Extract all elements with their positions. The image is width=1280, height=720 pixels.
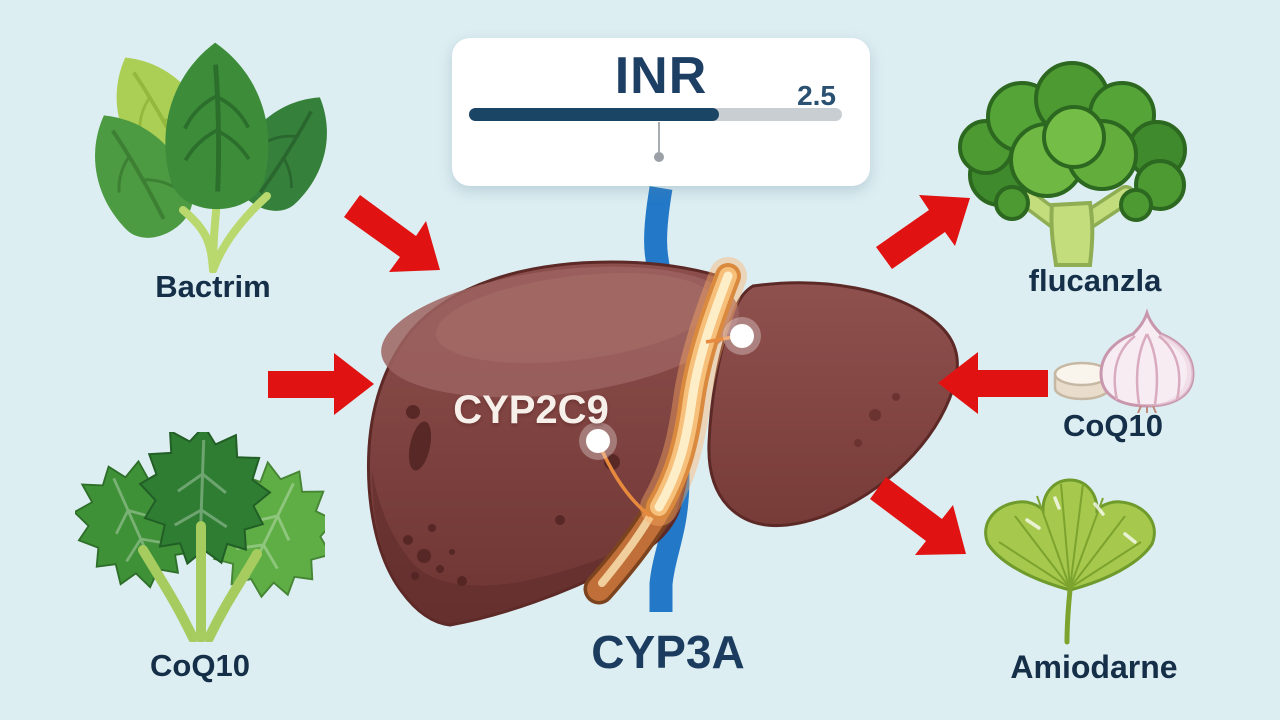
inr-value: 2.5: [797, 80, 836, 111]
label-coq10-left: CoQ10: [150, 648, 250, 683]
callout-markers: [579, 317, 761, 518]
kale-icon: [75, 432, 325, 642]
glow-dot-cyp2c9: [586, 429, 610, 453]
inr-gauge-card: INR 2.5: [452, 38, 870, 186]
garlic-bulb: [1099, 308, 1195, 413]
label-bactrim: Bactrim: [155, 269, 271, 304]
liver-right-lobe: [707, 281, 959, 528]
label-coq10-right: CoQ10: [1063, 408, 1163, 443]
broccoli-stem: [1010, 183, 1136, 267]
garlic-pill-icon: [1053, 308, 1195, 413]
enzyme-label-cyp3a: CYP3A: [591, 626, 745, 678]
spinach-icon: [95, 42, 327, 273]
liver-right-lobe-speckles: [854, 393, 900, 447]
inr-progress-track: [469, 108, 842, 121]
inr-pointer-line: [658, 122, 660, 152]
broccoli-florets: [958, 61, 1187, 222]
inr-bar-fill: [469, 108, 719, 121]
ginkgo-leaf-icon: [984, 478, 1156, 645]
label-flucanzla: flucanzla: [1028, 263, 1162, 298]
enzyme-label-cyp2c9: CYP2C9: [453, 388, 609, 432]
bile-duct-glowing: [640, 257, 747, 526]
liver-sheen: [435, 272, 715, 364]
inr-pointer-dot: [654, 152, 664, 162]
glow-dot-cyp3a: [730, 324, 754, 348]
label-amiodarne: Amiodarne: [1010, 649, 1178, 685]
inr-title: INR: [614, 47, 708, 105]
liver-bottom-shadow: [372, 470, 672, 625]
broccoli-icon: [958, 61, 1187, 267]
